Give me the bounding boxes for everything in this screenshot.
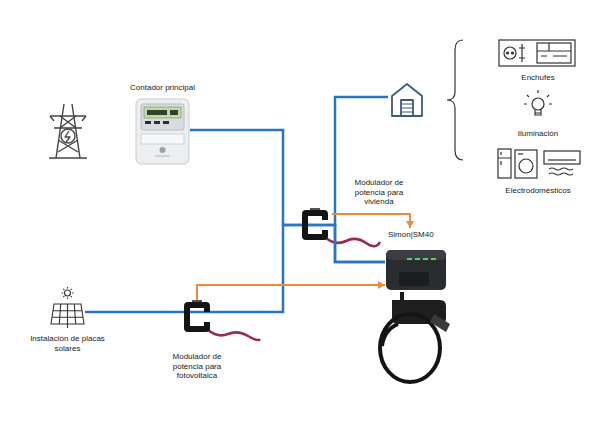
node-label: Modulador de potencia para fotovoltaica: [162, 352, 232, 381]
bulb-icon: [524, 90, 552, 104]
house-wire: [335, 97, 388, 226]
charger-icon: [386, 250, 446, 290]
sockets-icon: [512, 52, 514, 54]
brace: [447, 40, 463, 160]
charging-cable: [430, 314, 450, 332]
node-label: Simon|SM40: [388, 230, 450, 240]
node-label: Instalación de placas solares: [20, 334, 115, 353]
pylon-icon: [65, 131, 70, 142]
sockets-icon: [499, 40, 575, 66]
sockets-icon: [499, 40, 575, 66]
signal-wire: [332, 214, 410, 228]
appliances-icon: [515, 150, 537, 178]
sockets-icon: [537, 43, 571, 63]
bulb-icon: [535, 110, 541, 115]
meter-icon: [135, 98, 190, 165]
charging-cable: [380, 292, 450, 382]
clamp-icon: [302, 210, 328, 240]
node-label: Modulador de potencia para vivienda: [343, 178, 415, 207]
appliances-icon: [519, 159, 533, 173]
charging-cable: [382, 324, 398, 346]
pylon-icon: [58, 116, 78, 152]
category-label: Iluminación: [493, 129, 583, 139]
house-icon: [401, 104, 413, 112]
bulb-icon: [524, 90, 552, 115]
meter-icon: [136, 99, 189, 164]
appliances-icon: [549, 168, 573, 175]
meter-icon: [154, 121, 160, 124]
solar-panel-icon: [65, 290, 71, 296]
meter: Contador principal: [135, 98, 190, 165]
solar-panel-icon: [52, 304, 83, 324]
clamp-sensor: Modulador de potencia para vivienda: [298, 208, 332, 242]
appliances-icon: [498, 152, 511, 165]
sockets-icon: [537, 43, 571, 56]
meter-icon: [170, 110, 178, 115]
signal-wire: [197, 285, 385, 300]
charger-icon: [415, 258, 420, 260]
bulb-icon: [532, 98, 544, 110]
meter-icon: [147, 110, 167, 115]
solar-wire: [85, 225, 385, 312]
charger-icon: [399, 272, 429, 286]
appliances-icon: [548, 159, 576, 160]
solar-panel-icon: [50, 286, 85, 328]
meter-icon: [160, 147, 166, 153]
solar-panel-icon: [51, 287, 84, 328]
pylon-icon: [61, 129, 75, 143]
pylon-icon: [49, 104, 87, 158]
solar-panel: Instalación de placas solares: [50, 286, 85, 328]
clamp-sensor: Modulador de potencia para fotovoltaica: [180, 300, 214, 334]
category-label: Enchufes: [493, 73, 583, 83]
pylon-icon: [56, 104, 80, 158]
sensor-cable: [208, 330, 260, 340]
house-icon: [392, 84, 422, 116]
charger-icon: [423, 258, 428, 260]
solar-panel-icon: [62, 287, 74, 299]
house-icon: [392, 84, 422, 116]
pylon-icon: [49, 157, 87, 158]
appliances-icon: [498, 149, 511, 178]
clamp-icon: [180, 300, 214, 334]
appliances-icon: [498, 149, 580, 178]
sockets-icon: [519, 44, 525, 62]
charger-icon: [386, 250, 446, 260]
meter-icon: [155, 156, 170, 157]
charger-icon: [431, 258, 436, 260]
node-label: Contador principal: [113, 83, 212, 93]
meter-icon: [144, 107, 181, 118]
sensor-cable: [208, 238, 380, 340]
sockets-icon: [507, 52, 509, 54]
appliances-icon: [544, 151, 580, 164]
meter-icon: [141, 134, 184, 144]
meter-icon: [145, 121, 151, 124]
clamp-icon: [184, 302, 210, 332]
charging-cable: [380, 314, 440, 382]
sensor-cable: [208, 330, 260, 340]
category-label: Electrodomésticos: [493, 186, 583, 196]
solar-panel-icon: [51, 304, 84, 324]
sockets-icon: [504, 47, 516, 59]
pylon-icon: [50, 116, 86, 121]
appliances-icon: [518, 153, 523, 154]
charger-icon: [407, 258, 412, 260]
charger: Simon|SM40: [385, 228, 453, 292]
solar-panel-icon: [67, 324, 68, 328]
meter-icon: [141, 104, 184, 130]
house-icon: [401, 100, 413, 116]
clamp-icon: [298, 208, 332, 242]
meter-icon: [163, 121, 169, 124]
charging-cable: [400, 292, 404, 300]
